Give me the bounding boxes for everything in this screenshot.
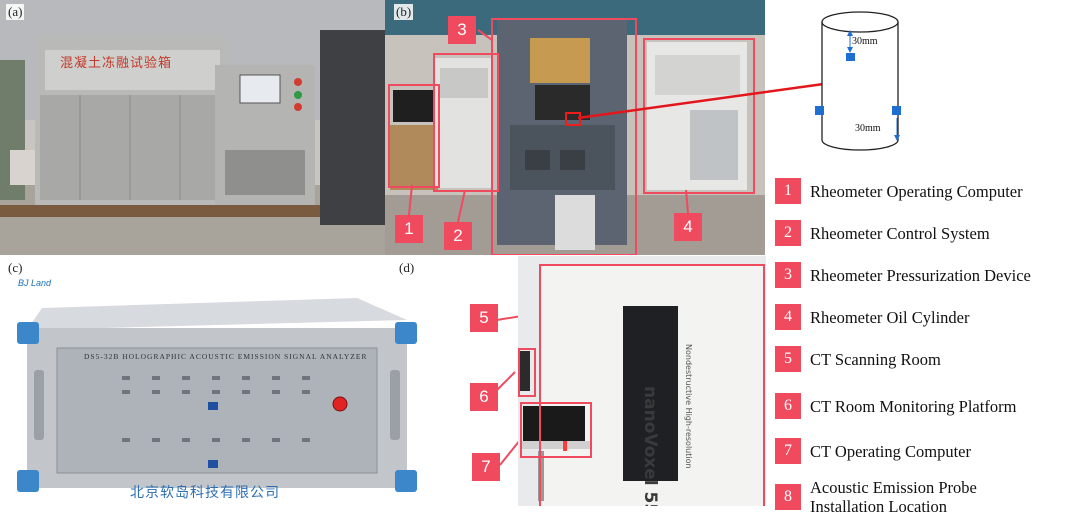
legend-number: 5 (775, 346, 801, 372)
top-dimension-label: 30mm (852, 36, 878, 47)
panel-label-d: (d) (399, 260, 415, 275)
legend-number: 4 (775, 304, 801, 330)
legend-number: 8 (775, 484, 801, 510)
legend-item-3: 3 Rheometer Pressurization Device (775, 262, 1031, 288)
legend-number: 1 (775, 178, 801, 204)
outline-operating-computer (388, 84, 440, 188)
legend-label: Rheometer Oil Cylinder (810, 307, 970, 327)
legend-label: CT Room Monitoring Platform (810, 396, 1017, 416)
outline-pressurization-device (491, 18, 637, 255)
legend-number: 3 (775, 262, 801, 288)
legend-item-5: 5 CT Scanning Room (775, 346, 941, 372)
freeze-thaw-chamber-illustration (0, 0, 385, 255)
panel-label-b: (b) (394, 4, 414, 20)
marker-1: 1 (395, 215, 423, 243)
brand-logo: BJ Land (18, 278, 52, 288)
legend-label: Rheometer Control System (810, 223, 990, 243)
legend-label: CT Operating Computer (810, 441, 972, 461)
analyzer-title: DS5-32B HOLOGRAPHIC ACOUSTIC EMISSION SI… (84, 352, 368, 361)
marker-5: 5 (470, 304, 498, 332)
legend-item-7: 7 CT Operating Computer (775, 438, 971, 464)
specimen-cylinder-diagram: 30mm 30mm (810, 8, 915, 158)
outline-operating-computer-ct (520, 402, 592, 458)
outline-oil-cylinder (643, 38, 755, 194)
photo-rheometer (385, 0, 765, 255)
legend-item-6: 6 CT Room Monitoring Platform (775, 393, 1016, 419)
analyzer-illustration (17, 298, 417, 492)
photo-freeze-thaw-chamber: 混凝土冻融试验箱 (0, 0, 385, 255)
legend-label: Rheometer Pressurization Device (810, 265, 1031, 285)
legend-item-4: 4 Rheometer Oil Cylinder (775, 304, 969, 330)
legend-label: CT Scanning Room (810, 349, 941, 369)
legend-item-8: 8 Acoustic Emission Probe Installation L… (775, 478, 1030, 516)
marker-7: 7 (472, 453, 500, 481)
ct-scanner-illustration (518, 256, 766, 506)
legend-label: Rheometer Operating Computer (810, 181, 1023, 201)
legend-label: Acoustic Emission Probe Installation Loc… (810, 478, 977, 516)
marker-4: 4 (674, 213, 702, 241)
outline-control-system (433, 53, 499, 192)
outline-ct-room (539, 264, 765, 506)
legend-number: 7 (775, 438, 801, 464)
marker-3: 3 (448, 16, 476, 44)
chamber-label-text: 混凝土冻融试验箱 (60, 56, 173, 71)
marker-2: 2 (444, 222, 472, 250)
legend-item-2: 2 Rheometer Control System (775, 220, 990, 246)
marker-6: 6 (470, 383, 498, 411)
legend-number: 2 (775, 220, 801, 246)
photo-acoustic-emission-analyzer: DS5-32B HOLOGRAPHIC ACOUSTIC EMISSION SI… (12, 290, 422, 500)
legend-number: 6 (775, 393, 801, 419)
panel-label-a: (a) (6, 4, 25, 20)
side-dimension-label: 30mm (855, 123, 881, 134)
legend-item-1: 1 Rheometer Operating Computer (775, 178, 1023, 204)
analyzer-company: 北京软岛科技有限公司 (130, 485, 280, 500)
cylinder-drawing (815, 11, 901, 151)
photo-ct-scanner: nanoVoxel 5500 Nondestructive High-resol… (518, 256, 766, 506)
outline-probe-location (565, 112, 581, 126)
outline-monitoring-platform (518, 348, 536, 397)
panel-label-c: (c) (8, 260, 23, 275)
